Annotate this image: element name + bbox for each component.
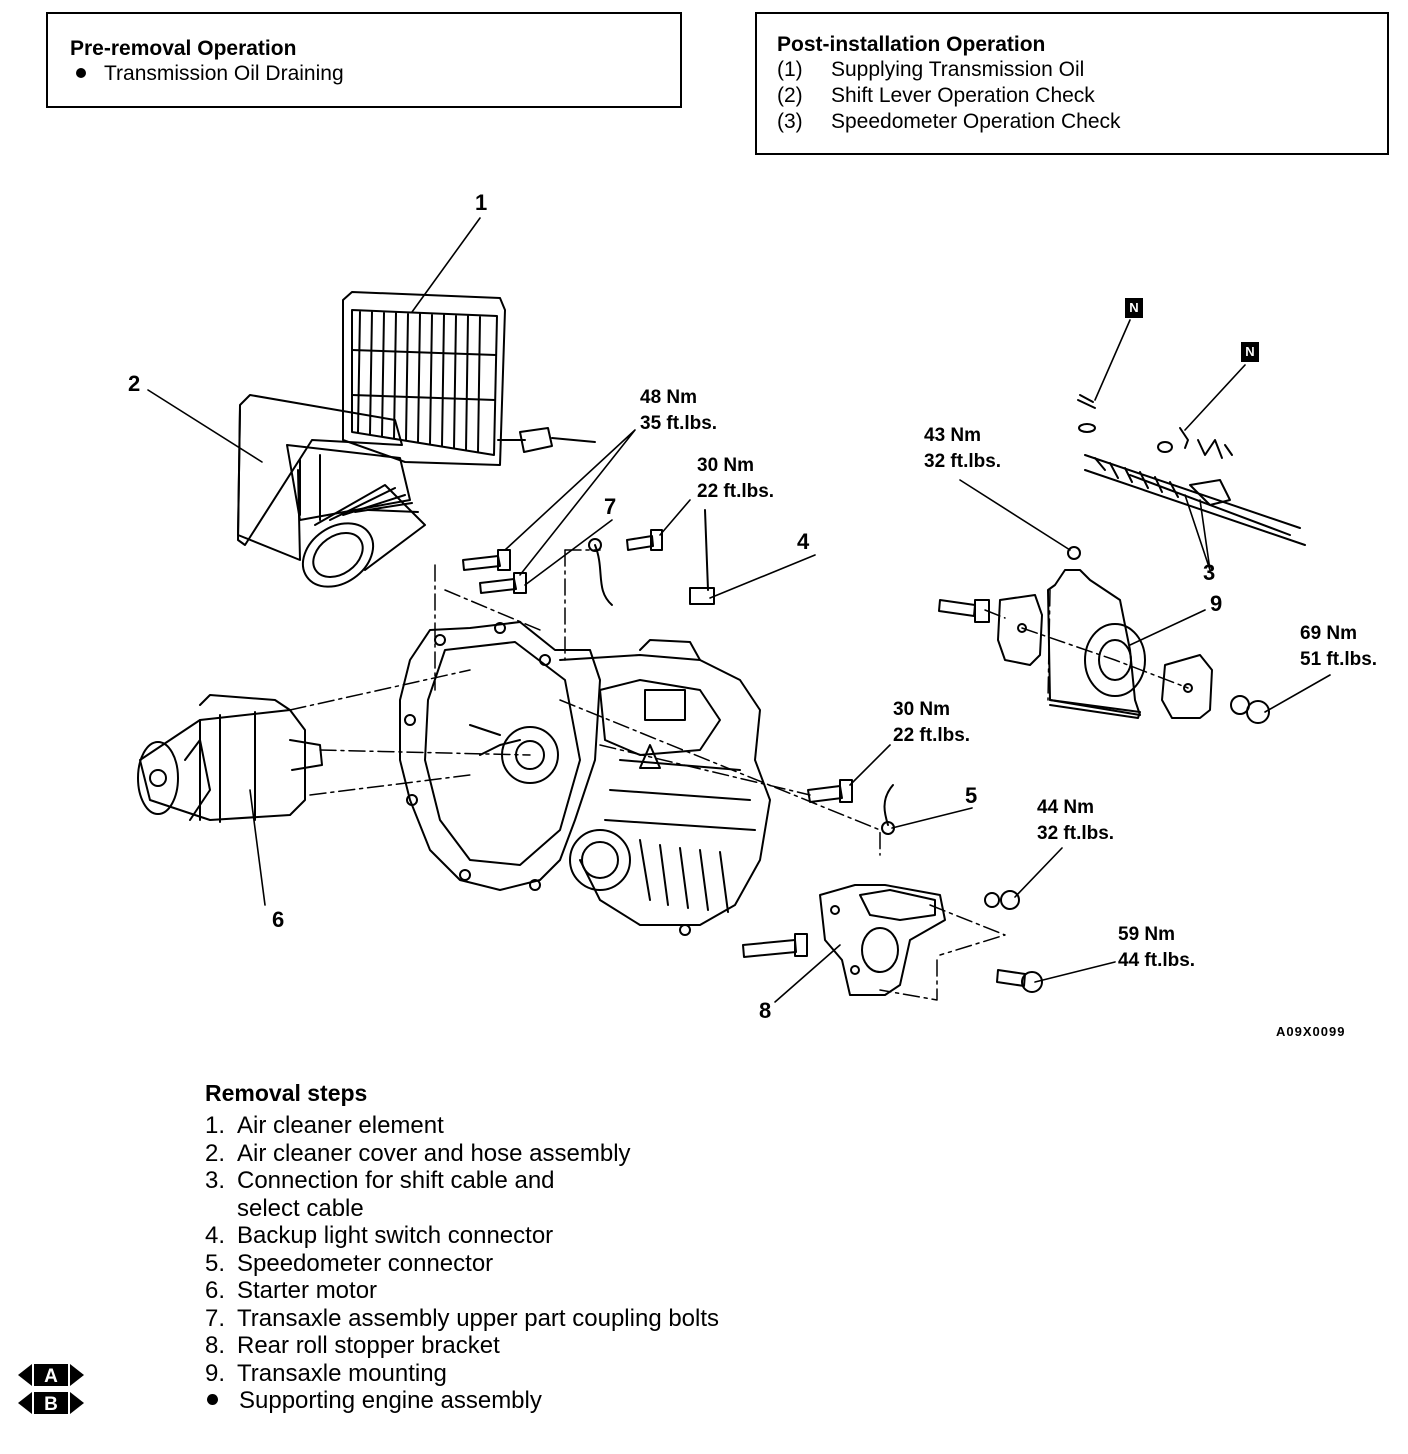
post-installation-title: Post-installation Operation — [777, 33, 1046, 56]
callout-6: 6 — [272, 907, 285, 932]
post-installation-item: (3)Speedometer Operation Check — [777, 110, 1121, 133]
callout-1: 1 — [475, 190, 488, 215]
removal-step: 4.Backup light switch connector — [205, 1222, 554, 1249]
callout-2: 2 — [128, 371, 141, 396]
removal-steps: Removal steps 1.Air cleaner element 2.Ai… — [205, 1078, 719, 1415]
callout-9: 9 — [1210, 591, 1223, 616]
n-badge: N — [1125, 298, 1143, 318]
removal-step: 2.Air cleaner cover and hose assembly — [205, 1139, 631, 1167]
callout-3: 3 — [1203, 560, 1216, 585]
removal-step: 6.Starter motor — [205, 1277, 378, 1304]
air-cleaner-cover-drawing — [237, 394, 426, 588]
air-cleaner-element-drawing — [342, 291, 596, 466]
pre-removal-item: Transmission Oil Draining — [70, 61, 680, 87]
n-badge: N — [1241, 342, 1259, 362]
removal-step: 5.Speedometer connector — [205, 1249, 494, 1277]
transaxle-exploded-diagram — [137, 217, 1331, 1003]
alignment-lines — [289, 549, 1189, 1001]
transaxle-mounting-drawing — [997, 569, 1213, 719]
post-installation-item: (1)Supplying Transmission Oil — [777, 58, 1085, 81]
transaxle-assembly-drawing — [399, 621, 771, 936]
pre-removal-box: Pre-removal Operation Transmission Oil D… — [46, 12, 682, 108]
callout-4: 4 — [797, 529, 810, 554]
removal-step: 8.Rear roll stopper bracket — [205, 1332, 500, 1359]
service-marker-a-icon: A — [18, 1364, 84, 1387]
pre-removal-title: Pre-removal Operation — [70, 37, 297, 60]
rear-roll-stopper-drawing — [819, 884, 946, 996]
post-installation-box: Post-installation Operation (1)Supplying… — [755, 12, 1389, 155]
bolts-drawing — [462, 529, 1270, 993]
removal-step: select cable — [237, 1194, 364, 1222]
removal-steps-title: Removal steps — [205, 1080, 368, 1106]
leader-lines — [147, 217, 1331, 1003]
removal-step: 3.Connection for shift cable and — [205, 1167, 555, 1194]
starter-motor-drawing — [137, 694, 323, 823]
marker-a-label: A — [44, 1366, 58, 1387]
figure-code: A09X0099 — [1276, 1024, 1346, 1039]
removal-step: 1.Air cleaner element — [205, 1112, 444, 1139]
removal-step: 9.Transaxle mounting — [205, 1359, 447, 1387]
removal-step: 7.Transaxle assembly upper part coupling… — [205, 1304, 720, 1332]
callout-7: 7 — [604, 494, 617, 519]
callout-8: 8 — [759, 998, 772, 1023]
service-marker-b-icon: B — [18, 1392, 84, 1415]
removal-step-bullet: Supporting engine assembly — [205, 1387, 719, 1415]
shift-cable-drawing — [1077, 394, 1306, 546]
bullet-icon — [207, 1394, 218, 1406]
callout-5: 5 — [965, 783, 978, 808]
connectors-drawing — [588, 509, 895, 835]
marker-b-label: B — [44, 1394, 58, 1415]
post-installation-item: (2)Shift Lever Operation Check — [777, 84, 1095, 107]
bullet-icon — [76, 67, 86, 78]
